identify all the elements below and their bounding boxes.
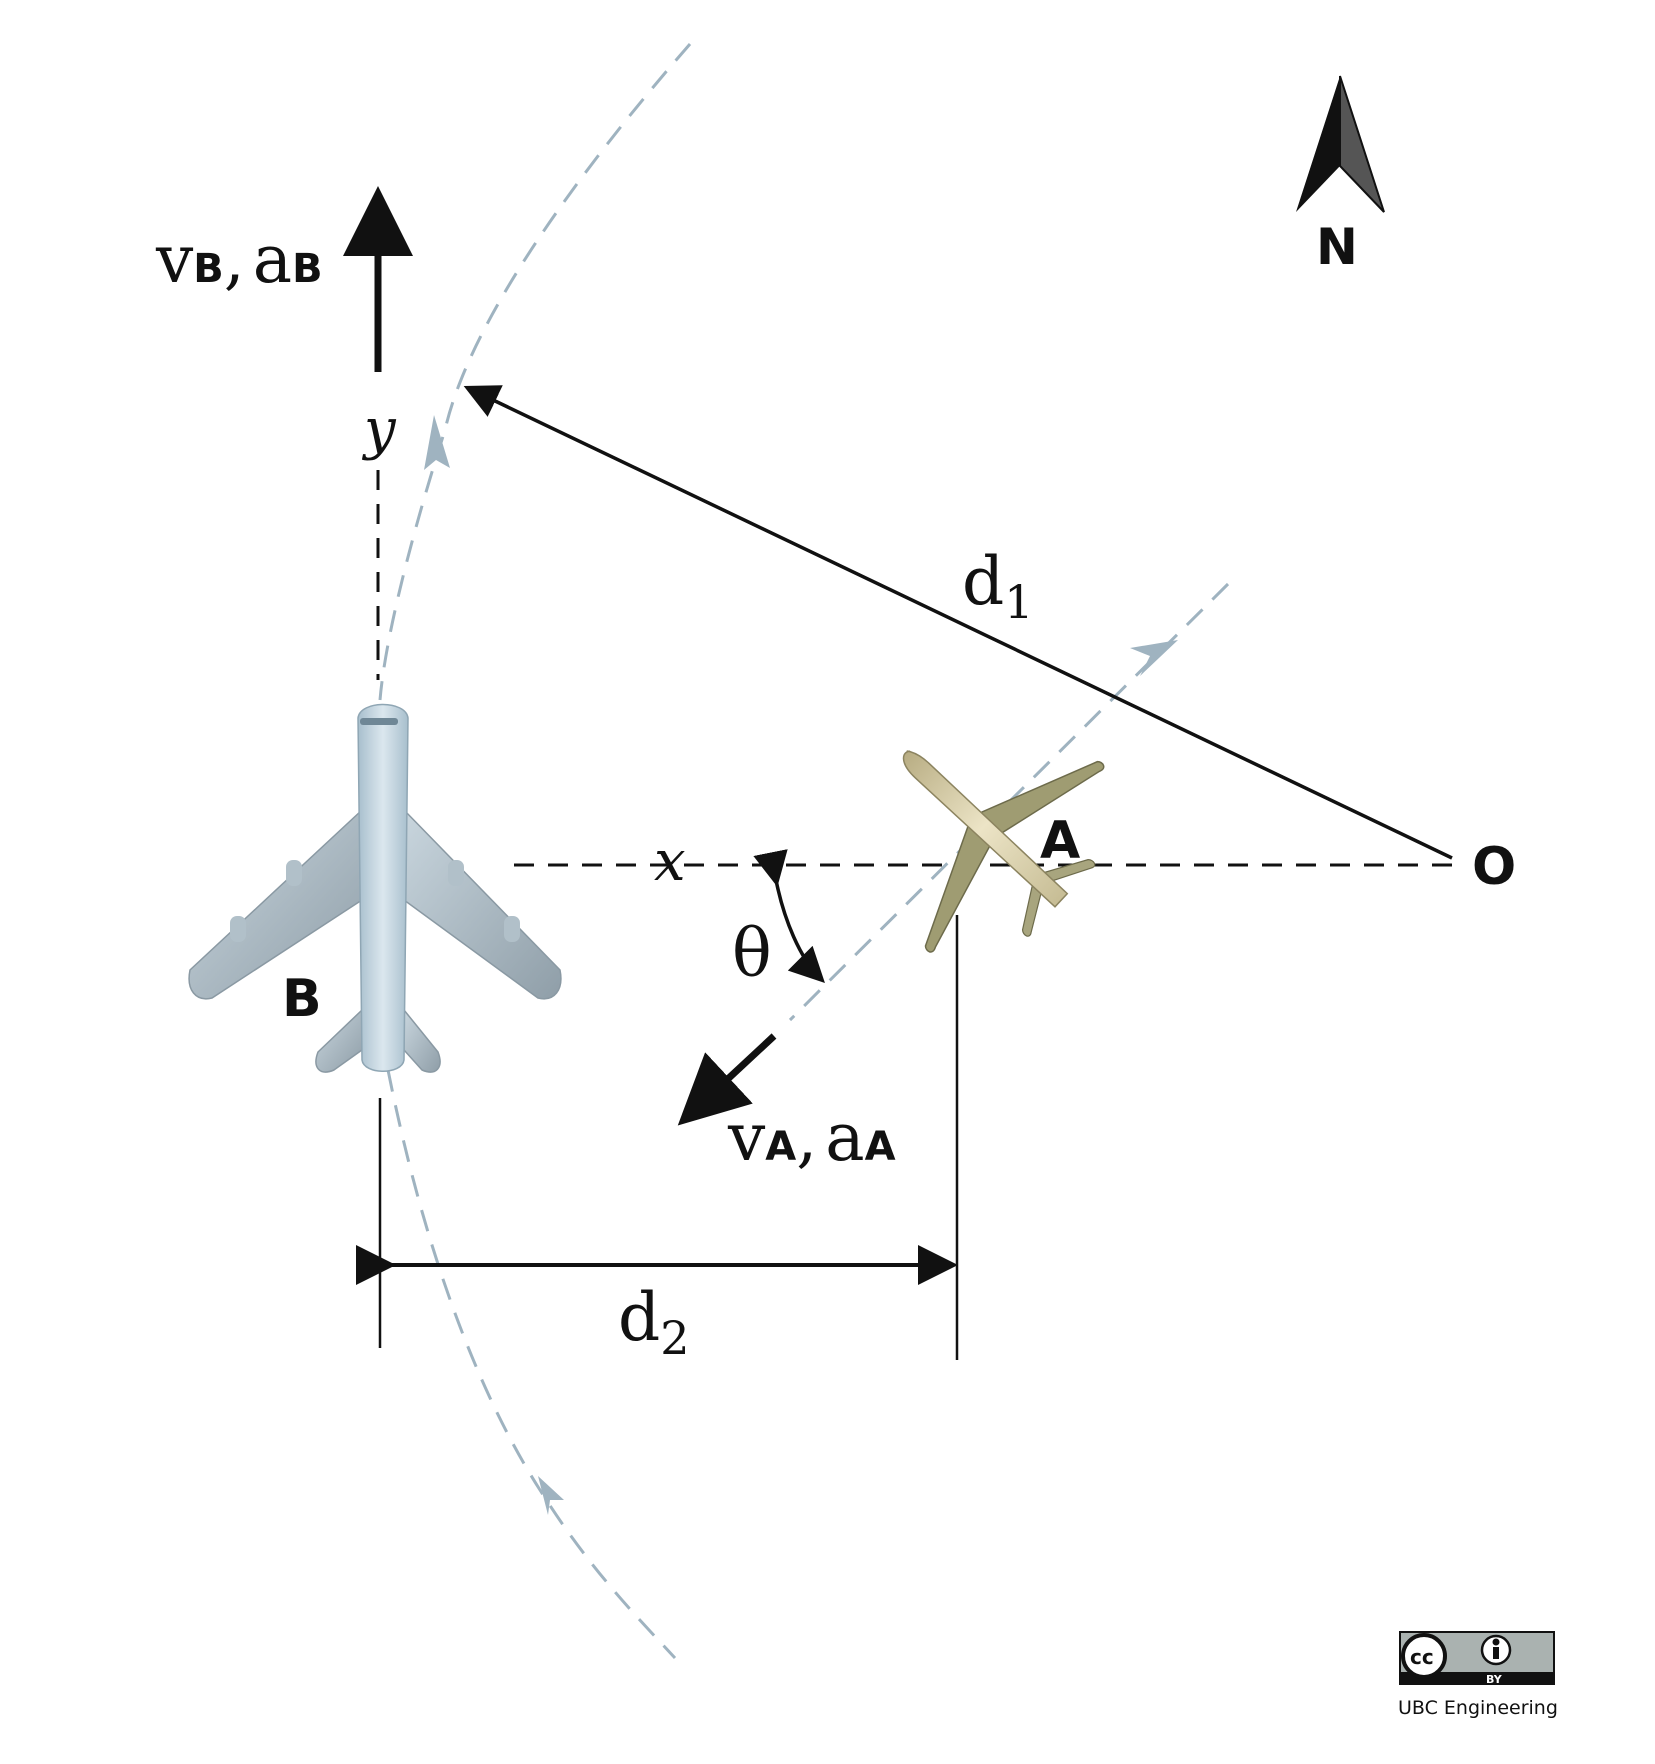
theta-arc [753,849,825,983]
plane-b-icon [188,703,562,1073]
north-label: N [1316,218,1358,276]
path-a-arrowhead [1130,640,1178,676]
va-arrow [677,1033,777,1126]
path-b-upper [378,43,692,701]
cc-by-badge: cc BY [1399,1631,1555,1686]
plane-a-icon [902,750,1105,953]
va-label: vA,aA [727,1099,896,1176]
origin-label: O [1472,837,1516,897]
cc-icon: cc [1410,1645,1434,1669]
x-axis-label: x [654,829,686,894]
d1-label: d1 [962,543,1034,629]
vb-label: vB,aB [155,221,323,298]
by-label: BY [1486,1673,1503,1686]
theta-label: θ [732,915,772,992]
north-arrow-icon [1296,75,1385,213]
path-b-arrowhead-upper [424,415,450,470]
y-axis-label: y [361,397,397,462]
attribution-icon [1492,1638,1500,1646]
d1-vector [463,385,1453,860]
d2-label: d2 [618,1279,690,1365]
path-b-lower [386,1069,677,1660]
plane-a-label: A [1040,811,1080,871]
plane-b-label: B [282,969,322,1029]
credit-label: UBC Engineering [1398,1697,1558,1719]
path-b-arrowhead-lower [538,1476,564,1515]
